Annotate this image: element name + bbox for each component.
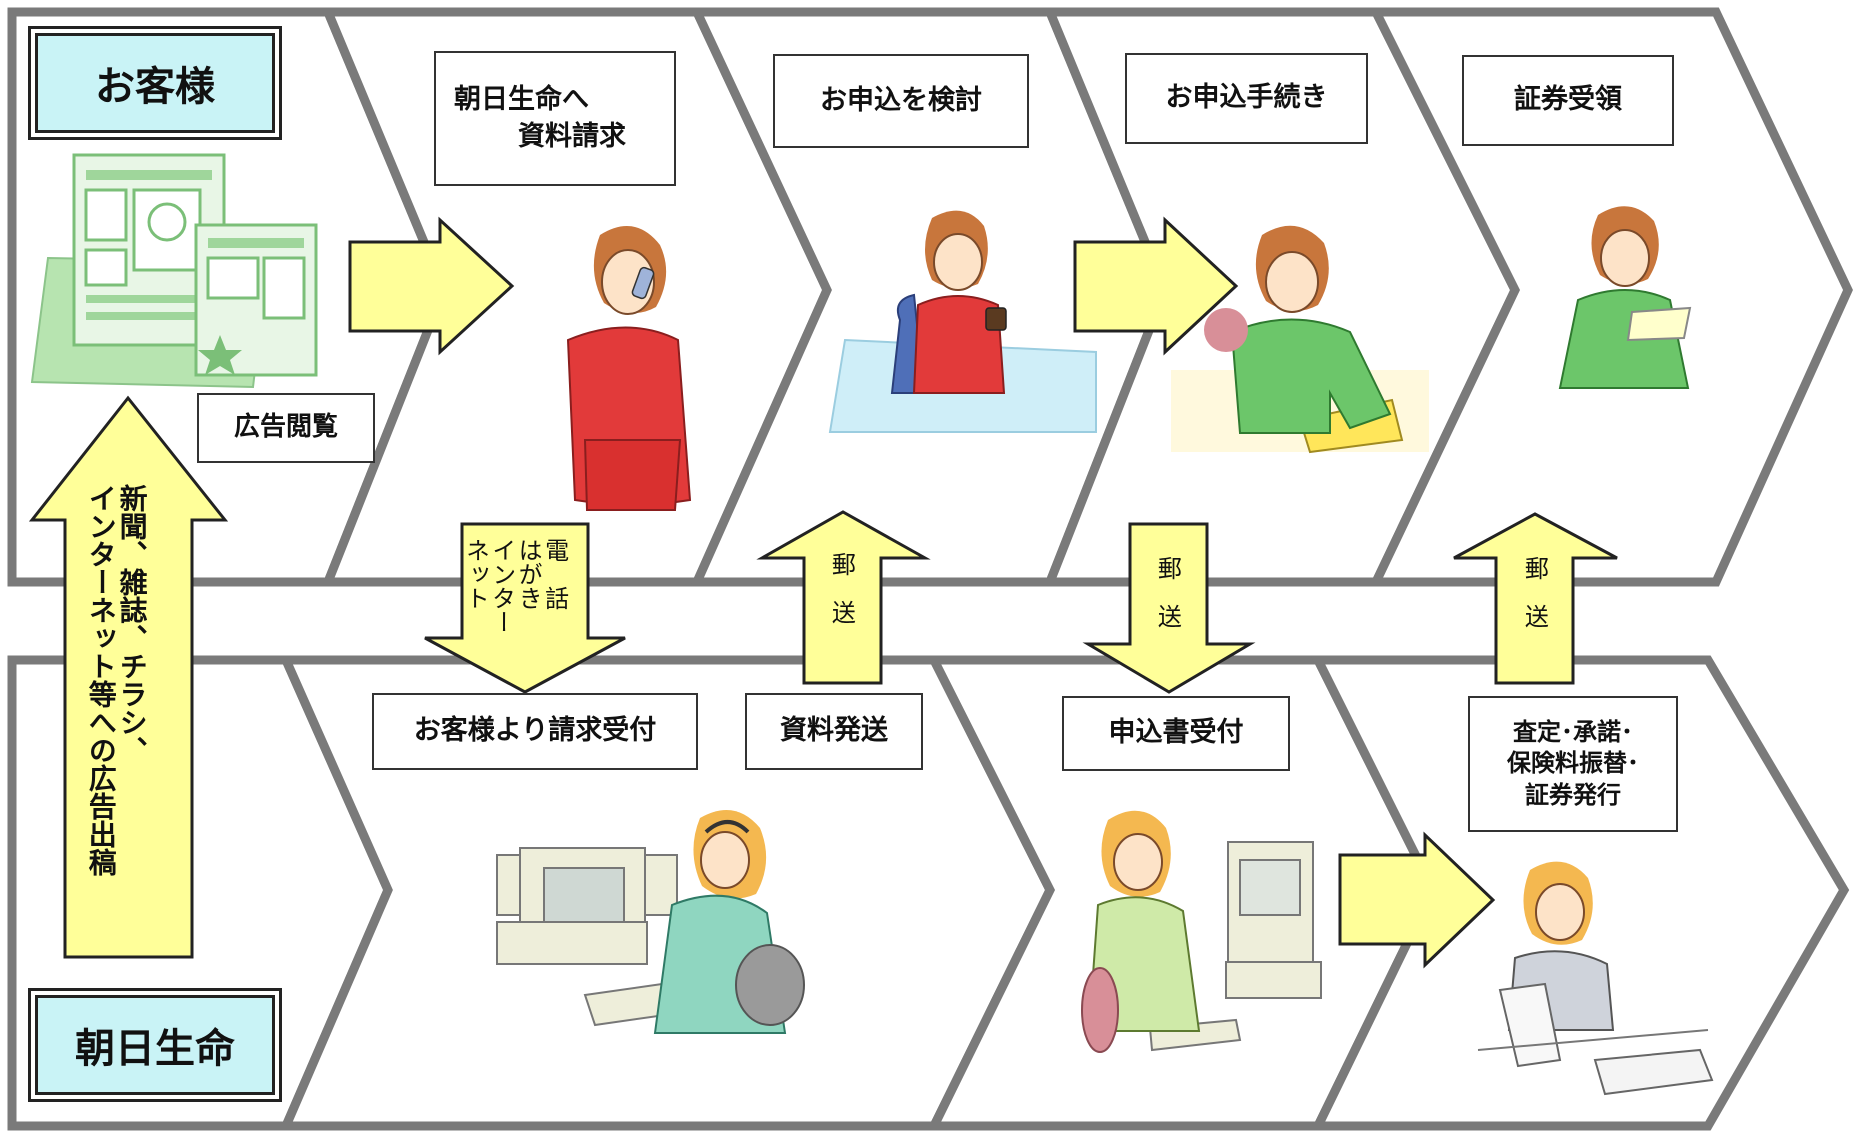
right-arrow-3 [1338, 831, 1496, 969]
consider-label: お申込を検討 [773, 54, 1029, 148]
mail-arrow-2-text: 郵 送 [1153, 556, 1182, 628]
customer-lane-header: お客様 [35, 33, 275, 133]
request-line-1: 朝日生命へ [454, 84, 589, 116]
mail-arrow-1 [756, 510, 931, 685]
application-received-label: 申込書受付 [1062, 696, 1290, 771]
woman-coffee-icon [828, 210, 1097, 433]
ad-arrow [28, 395, 229, 959]
right-arrow-2 [1073, 216, 1239, 356]
receive-policy-label: 証券受領 [1462, 55, 1674, 146]
apply-label: お申込手続き [1125, 53, 1368, 144]
issue-line-1: 査定･承諾･ [1513, 718, 1633, 747]
operator-headset-icon [496, 810, 805, 1034]
mail-arrow-2 [1082, 522, 1256, 694]
contact-arrow [424, 522, 626, 694]
contact-line-4: ネット [461, 538, 490, 610]
request-line-2: 資料請求 [518, 120, 626, 152]
contact-line-1: 電 話 [540, 538, 569, 610]
right-arrow-1 [348, 216, 515, 356]
contact-arrow-text: 電 話 はがき インター ネット [461, 538, 569, 658]
mail-arrow-3 [1453, 512, 1618, 685]
contact-line-3: インター [487, 538, 516, 634]
request-received-label: お客様より請求受付 [372, 693, 698, 770]
clerk-documents-icon [1477, 861, 1714, 1096]
request-materials-label: 朝日生命へ 資料請求 [434, 51, 676, 186]
issue-policy-label: 査定･承諾･ 保険料振替･ 証券発行 [1468, 696, 1678, 832]
ad-arrow-line-1: 新聞、雑誌、チラシ、 [115, 484, 149, 764]
newspaper-icon [30, 153, 318, 389]
ad-view-label: 広告閲覧 [197, 393, 375, 463]
mail-arrow-3-text: 郵 送 [1520, 556, 1549, 628]
send-materials-label: 資料発送 [745, 693, 923, 770]
ad-arrow-text: 新聞、雑誌、チラシ、 インターネット等への広告出稿 [84, 484, 149, 934]
issue-line-2: 保険料振替･ [1507, 749, 1639, 778]
contact-line-2: はがき [514, 538, 543, 610]
issue-line-3: 証券発行 [1525, 780, 1621, 809]
clerk-computer-icon [1081, 810, 1322, 1053]
woman-phone-icon [566, 226, 692, 511]
mail-arrow-1-text: 郵 送 [827, 552, 856, 624]
company-lane-header: 朝日生命 [35, 995, 275, 1095]
woman-writing-icon [1171, 225, 1429, 454]
ad-arrow-line-2: インターネット等への広告出稿 [84, 484, 118, 876]
woman-holding-paper-icon [1558, 206, 1692, 389]
